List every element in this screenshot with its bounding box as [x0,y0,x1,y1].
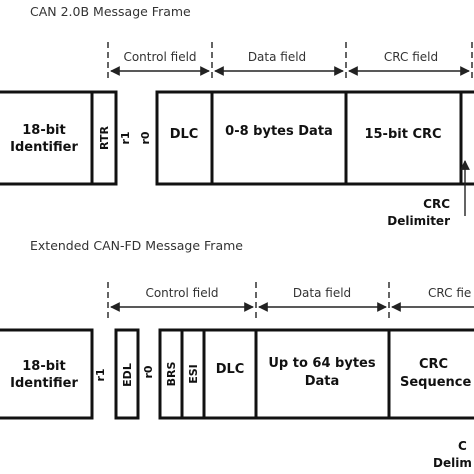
frame2-identifier-box [0,328,94,420]
frame2-identifier-line1: 18-bit [22,359,65,374]
frame1-delimiter-line1: CRC [423,197,450,211]
frame1-crc-box [344,90,463,186]
frame1-dlc-box [155,90,214,186]
frame2-section-control: Control field [145,286,218,300]
frame2-section-data: Data field [293,286,351,300]
frame2-brs-label: BRS [165,362,178,387]
frame2-esi-label: ESI [187,364,200,384]
frame2-edl-label: EDL [121,363,134,387]
frame1-crc-delimiter-box [459,90,474,186]
frame2-crc-line2: Sequence [400,375,472,390]
frame2-delimiter-line1: C [458,439,467,453]
frame2-data-line1: Up to 64 bytes [268,356,375,371]
frame1-identifier-line1: 18-bit [22,123,65,138]
frame1-title: CAN 2.0B Message Frame [30,4,191,19]
frame2-title: Extended CAN-FD Message Frame [30,238,243,253]
frame1-rtr-label: RTR [98,125,111,149]
frame1-r0-label: r0 [139,131,152,144]
frame2-identifier-line2: Identifier [10,376,78,391]
frame2-crc-box [387,328,474,420]
frame2-r0-label: r0 [142,365,155,378]
frame1-section-control: Control field [123,50,196,64]
frame1-dlc-label: DLC [170,127,199,142]
frame2-dlc-box [202,328,258,420]
frame2-delimiter-line2: Delim [433,456,472,470]
frame1-crc-label: 15-bit CRC [364,127,441,142]
frame2-dlc-label: DLC [216,362,245,377]
frame2: Extended CAN-FD Message Frame Control fi… [0,238,474,470]
frame1-section-data: Data field [248,50,306,64]
frame1-identifier-line2: Identifier [10,140,78,155]
frame1-data-label: 0-8 bytes Data [225,124,333,139]
frame1-r1-label: r1 [119,131,132,144]
frame1-section-crc: CRC field [384,50,438,64]
frame1: CAN 2.0B Message Frame Control field Dat… [0,4,474,228]
frame2-data-box [254,328,391,420]
frame2-crc-line1: CRC [419,357,448,372]
frame1-delimiter-line2: Delimiter [387,214,450,228]
frame2-data-line2: Data [305,374,340,389]
frame2-section-crc: CRC fie [428,286,471,300]
frame1-identifier-box [0,90,94,186]
frame2-r1-label: r1 [94,368,107,381]
frame2-edl-box [114,328,140,420]
frame1-rtr-box [90,90,118,186]
